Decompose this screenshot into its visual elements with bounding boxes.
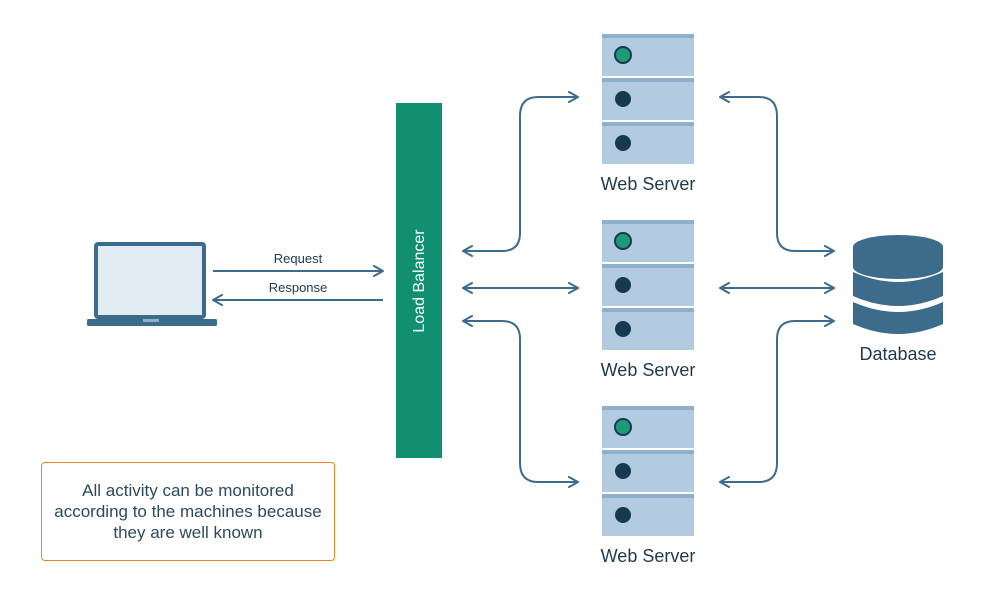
status-light: [615, 277, 631, 293]
web-server-label: Web Server: [601, 546, 696, 566]
server-rack-icon: [602, 406, 694, 536]
laptop-icon: [87, 242, 217, 326]
server-rack-icon: [602, 220, 694, 350]
status-light: [615, 463, 631, 479]
request-label: Request: [274, 251, 323, 266]
status-light-green: [614, 418, 632, 436]
status-light: [615, 135, 631, 151]
status-light-green: [614, 232, 632, 250]
status-light: [615, 507, 631, 523]
database-icon: [853, 235, 943, 334]
note-box: All activity can be monitored according …: [41, 462, 335, 561]
web-server-label: Web Server: [601, 174, 696, 194]
status-light: [615, 91, 631, 107]
web-server-1: Web Server: [601, 34, 696, 194]
server-3-to-database-arrow: [719, 315, 835, 488]
lb-to-server-1-arrow: [462, 91, 579, 257]
lb-to-server-3-arrow: [462, 315, 579, 488]
note-text: All activity can be monitored according …: [54, 481, 322, 542]
database-label: Database: [859, 344, 936, 364]
server-1-to-database-arrow: [719, 91, 835, 257]
status-light-green: [614, 46, 632, 64]
load-balancer-label: Load Balancer: [411, 229, 428, 333]
server-rack-icon: [602, 34, 694, 164]
web-server-2: Web Server: [601, 220, 696, 380]
load-balancer: Load Balancer: [396, 103, 442, 458]
response-label: Response: [269, 280, 328, 295]
web-server-3: Web Server: [601, 406, 696, 566]
web-server-label: Web Server: [601, 360, 696, 380]
status-light: [615, 321, 631, 337]
